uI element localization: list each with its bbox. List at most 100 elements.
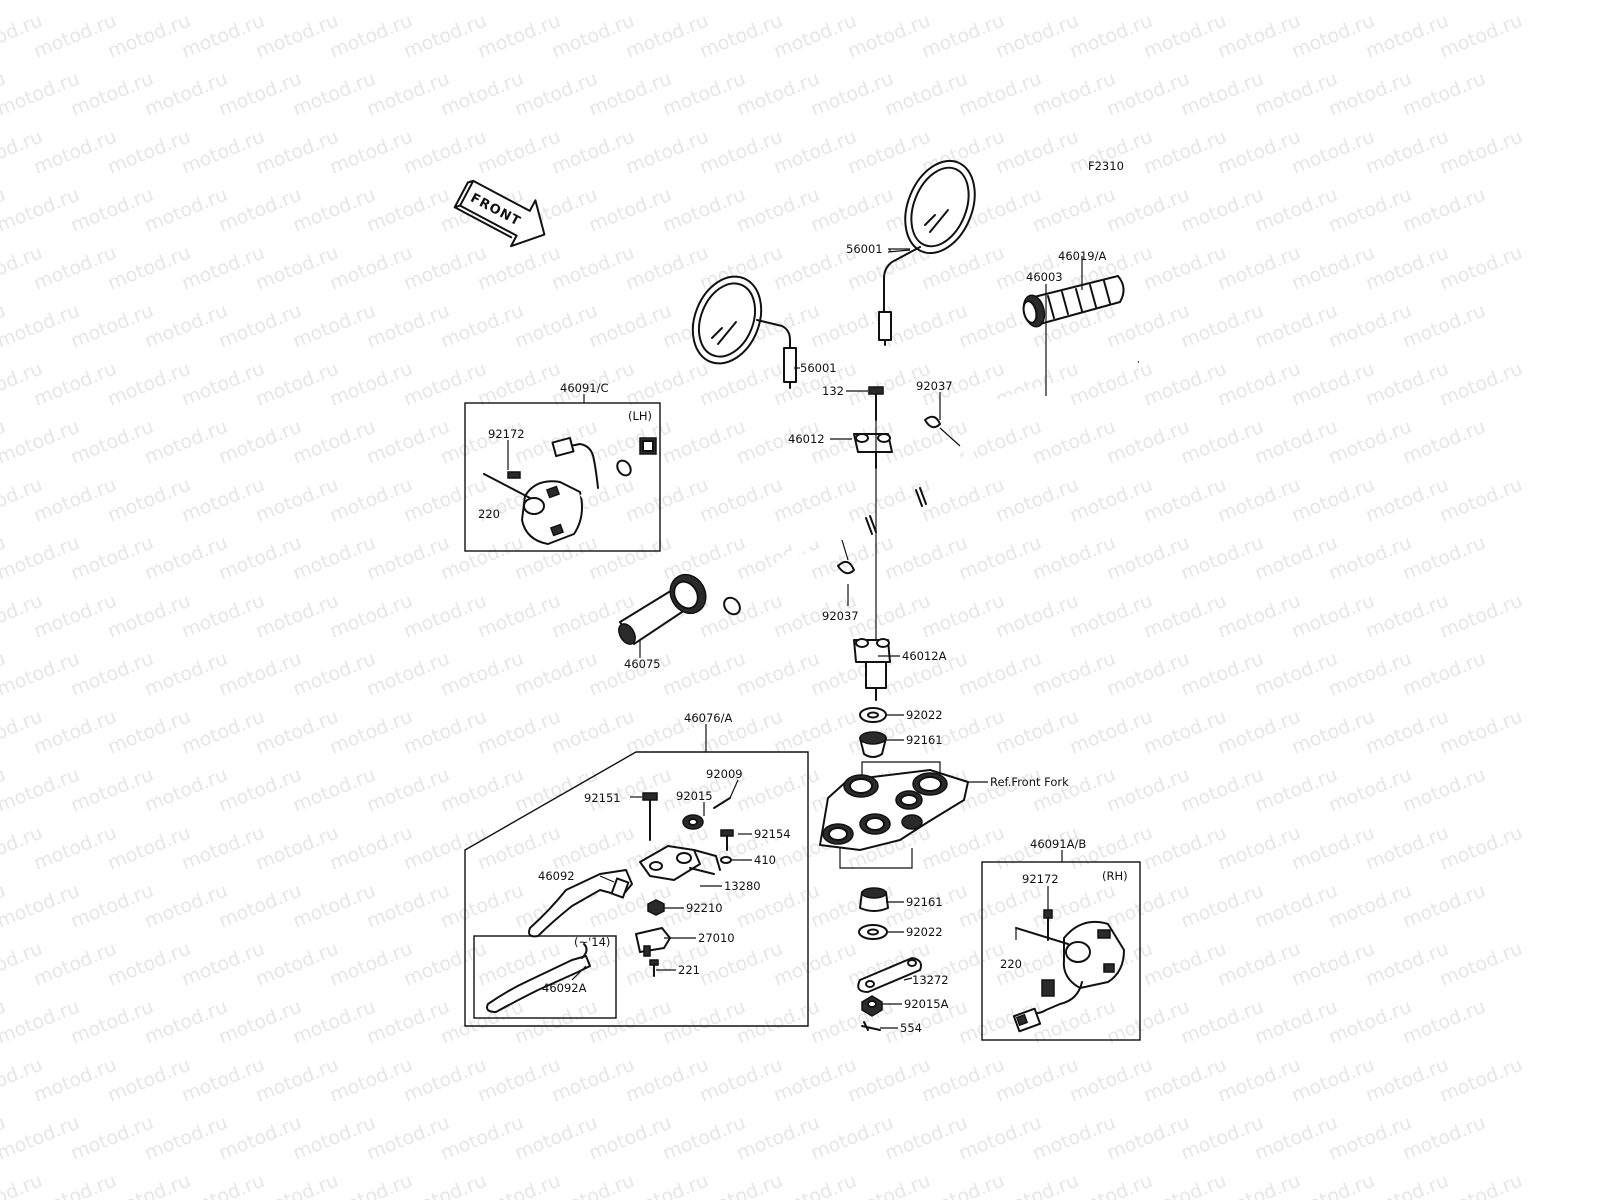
watermark-text: motod.ru bbox=[105, 822, 194, 875]
watermark-text: motod.ru bbox=[105, 126, 194, 179]
watermark-text: motod.ru bbox=[1067, 1054, 1156, 1107]
label-92210: 92210 bbox=[686, 901, 723, 915]
label-13280: 13280 bbox=[724, 879, 761, 893]
watermark-text: motod.ru bbox=[1104, 184, 1193, 237]
watermark-text: motod.ru bbox=[438, 648, 527, 701]
watermark-text: motod.ru bbox=[475, 590, 564, 643]
watermark-text: motod.ru bbox=[179, 938, 268, 991]
label-46091-c: 46091/C bbox=[560, 381, 609, 395]
watermark-text: motod.ru bbox=[1030, 416, 1119, 469]
watermark-text: motod.ru bbox=[1363, 590, 1452, 643]
clutch-lever-assembly bbox=[486, 792, 734, 1013]
watermark-text: motod.ru bbox=[1437, 822, 1526, 875]
watermark-text: motod.ru bbox=[549, 1170, 638, 1200]
watermark-text: motod.ru bbox=[1141, 242, 1230, 295]
watermark-text: motod.ru bbox=[1104, 300, 1193, 353]
watermark-text: motod.ru bbox=[1141, 126, 1230, 179]
watermark-text: motod.ru bbox=[512, 1112, 601, 1165]
watermark-text: motod.ru bbox=[1252, 880, 1341, 933]
watermark-text: motod.ru bbox=[142, 68, 231, 121]
watermark-text: motod.ru bbox=[364, 184, 453, 237]
watermark-text: motod.ru bbox=[290, 764, 379, 817]
watermark-layer: motod.rumotod.rumotod.rumotod.rumotod.ru… bbox=[0, 0, 1526, 1200]
watermark-text: motod.ru bbox=[1326, 764, 1415, 817]
watermark-text: motod.ru bbox=[845, 1170, 934, 1200]
handlebar bbox=[723, 357, 1140, 616]
note-rh: (RH) bbox=[1102, 869, 1128, 883]
watermark-text: motod.ru bbox=[1215, 938, 1304, 991]
watermark-text: motod.ru bbox=[808, 184, 897, 237]
label-92037-top: 92037 bbox=[916, 379, 953, 393]
watermark-text: motod.ru bbox=[956, 1112, 1045, 1165]
watermark-text: motod.ru bbox=[253, 1054, 342, 1107]
watermark-text: motod.ru bbox=[179, 706, 268, 759]
watermark-text: motod.ru bbox=[0, 648, 83, 701]
watermark-text: motod.ru bbox=[697, 938, 786, 991]
watermark-text: motod.ru bbox=[327, 822, 416, 875]
label-46012a: 46012A bbox=[902, 649, 947, 663]
bolt-132 bbox=[868, 386, 884, 421]
watermark-text: motod.ru bbox=[179, 474, 268, 527]
note-lh: (LH) bbox=[628, 409, 652, 423]
watermark-text: motod.ru bbox=[216, 880, 305, 933]
watermark-text: motod.ru bbox=[290, 648, 379, 701]
watermark-text: motod.ru bbox=[31, 358, 120, 411]
watermark-text: motod.ru bbox=[1289, 938, 1378, 991]
bushing-92161-top bbox=[859, 731, 887, 758]
watermark-text: motod.ru bbox=[68, 1112, 157, 1165]
watermark-text: motod.ru bbox=[1215, 590, 1304, 643]
label-92172-right: 92172 bbox=[1022, 872, 1059, 886]
box-left-switch bbox=[464, 402, 661, 552]
watermark-text: motod.ru bbox=[68, 300, 157, 353]
label-27010: 27010 bbox=[698, 931, 735, 945]
label-46075: 46075 bbox=[624, 657, 661, 671]
watermark-text: motod.ru bbox=[142, 764, 231, 817]
box-right-switch bbox=[981, 861, 1141, 1041]
watermark-text: motod.ru bbox=[179, 1054, 268, 1107]
watermark-text: motod.ru bbox=[475, 706, 564, 759]
washer-92022-bottom bbox=[858, 924, 888, 940]
watermark-text: motod.ru bbox=[956, 648, 1045, 701]
watermark-text: motod.ru bbox=[1400, 996, 1489, 1049]
watermark-text: motod.ru bbox=[586, 300, 675, 353]
watermark-text: motod.ru bbox=[993, 126, 1082, 179]
watermark-text: motod.ru bbox=[253, 938, 342, 991]
watermark-text: motod.ru bbox=[512, 300, 601, 353]
watermark-text: motod.ru bbox=[1289, 822, 1378, 875]
watermark-text: motod.ru bbox=[216, 300, 305, 353]
watermark-text: motod.ru bbox=[1289, 126, 1378, 179]
watermark-text: motod.ru bbox=[919, 590, 1008, 643]
watermark-text: motod.ru bbox=[1363, 126, 1452, 179]
watermark-text: motod.ru bbox=[0, 764, 83, 817]
watermark-text: motod.ru bbox=[0, 0, 83, 5]
watermark-text: motod.ru bbox=[882, 300, 971, 353]
watermark-text: motod.ru bbox=[179, 242, 268, 295]
watermark-text: motod.ru bbox=[327, 590, 416, 643]
watermark-text: motod.ru bbox=[1326, 184, 1415, 237]
note-year: (~'14) bbox=[574, 935, 610, 949]
watermark-text: motod.ru bbox=[475, 1054, 564, 1107]
watermark-text: motod.ru bbox=[68, 880, 157, 933]
watermark-text: motod.ru bbox=[1289, 590, 1378, 643]
watermark-text: motod.ru bbox=[31, 242, 120, 295]
label-46091a-b: 46091A/B bbox=[1030, 837, 1086, 851]
watermark-text: motod.ru bbox=[1252, 184, 1341, 237]
watermark-text: motod.ru bbox=[1178, 764, 1267, 817]
watermark-text: motod.ru bbox=[660, 184, 749, 237]
watermark-text: motod.ru bbox=[845, 10, 934, 63]
label-554: 554 bbox=[900, 1021, 922, 1035]
watermark-text: motod.ru bbox=[1141, 1170, 1230, 1200]
grip-left bbox=[618, 573, 707, 645]
watermark-text: motod.ru bbox=[1289, 10, 1378, 63]
watermark-text: motod.ru bbox=[623, 1054, 712, 1107]
watermark-text: motod.ru bbox=[31, 474, 120, 527]
label-56001-left: 56001 bbox=[800, 361, 837, 375]
watermark-text: motod.ru bbox=[882, 1112, 971, 1165]
watermark-text: motod.ru bbox=[1067, 1170, 1156, 1200]
watermark-text: motod.ru bbox=[1178, 184, 1267, 237]
label-92154: 92154 bbox=[754, 827, 791, 841]
label-410: 410 bbox=[754, 853, 776, 867]
watermark-text: motod.ru bbox=[1289, 474, 1378, 527]
watermark-text: motod.ru bbox=[1178, 1112, 1267, 1165]
watermark-text: motod.ru bbox=[68, 996, 157, 1049]
